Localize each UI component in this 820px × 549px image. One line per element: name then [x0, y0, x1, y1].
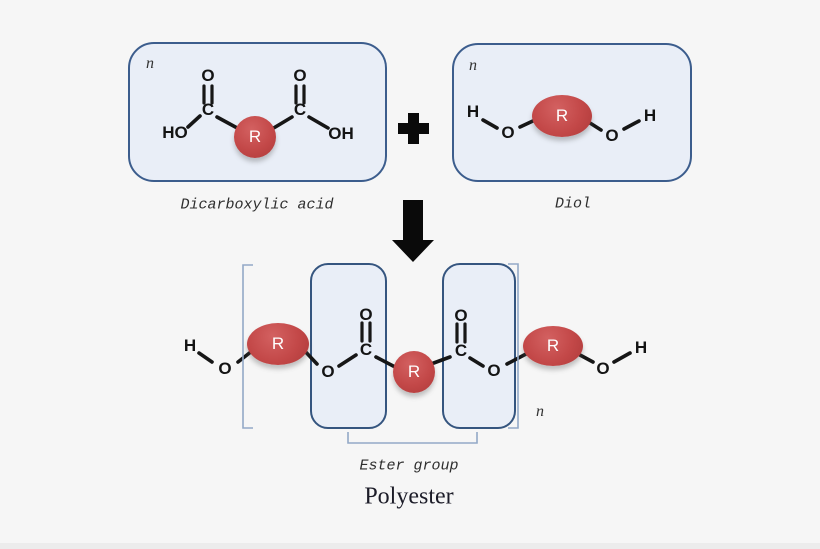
- diol-repeat-n: n: [469, 57, 477, 74]
- diacid-repeat-n: n: [146, 55, 154, 72]
- atom-c: C: [359, 340, 373, 359]
- bond-ho-c: [186, 114, 202, 129]
- atom-c: C: [454, 341, 468, 360]
- bond-r-o: [588, 121, 603, 132]
- r-group-polymer-mid: R: [393, 351, 435, 393]
- atom-o: O: [293, 66, 307, 85]
- ester-group-box-right: [442, 263, 516, 429]
- bond-o-r: [505, 352, 528, 366]
- diacid-caption: Dicarboxylic acid: [180, 196, 334, 214]
- atom-o: O: [359, 305, 373, 324]
- diacid-bonds: [186, 114, 330, 131]
- r-group-polymer-left: R: [247, 323, 309, 365]
- footer-strip: [0, 543, 820, 549]
- atom-ho: HO: [162, 123, 188, 142]
- r-group-diacid: R: [234, 116, 276, 158]
- atom-o: O: [487, 361, 501, 380]
- ester-group-caption: Ester group: [359, 457, 459, 475]
- atom-c: C: [293, 100, 307, 119]
- bond-r-c: [270, 115, 294, 131]
- atom-h: H: [643, 106, 657, 125]
- left-bracket: [242, 264, 253, 429]
- right-bracket: [508, 263, 519, 429]
- r-group-label: R: [271, 334, 285, 353]
- polymer-double-bonds: [360, 321, 467, 344]
- ester-group-brace: [347, 432, 478, 444]
- atom-o: O: [501, 123, 515, 142]
- diagram-title: Polyester: [364, 483, 454, 510]
- down-arrow-icon: [392, 200, 434, 262]
- bond-r-o: [578, 353, 595, 364]
- r-group-label: R: [407, 362, 421, 381]
- r-group-label: R: [546, 336, 560, 355]
- bond-h-o: [197, 351, 214, 364]
- atom-h: H: [634, 338, 648, 357]
- polymer-bonds: [197, 345, 632, 370]
- atom-h: H: [183, 336, 197, 355]
- atom-o: O: [454, 306, 468, 325]
- r-group-diol: R: [532, 95, 592, 137]
- polymer-repeat-n: n: [536, 403, 544, 420]
- atom-h: H: [466, 102, 480, 121]
- bond-o-c: [337, 353, 358, 368]
- bond-o-h: [612, 351, 632, 364]
- atom-oh: OH: [328, 124, 354, 143]
- bond-r-c: [429, 355, 452, 366]
- bond-o-h: [622, 119, 641, 131]
- dicarboxylic-acid-panel: [128, 42, 387, 182]
- r-group-label: R: [555, 106, 569, 125]
- bond-c-oh: [307, 115, 330, 130]
- atom-o: O: [605, 126, 619, 145]
- ester-group-box-left: [310, 263, 387, 429]
- bond-h-o: [481, 118, 499, 130]
- bond-c-o: [468, 356, 485, 368]
- atom-o: O: [218, 359, 232, 378]
- atom-o: O: [596, 359, 610, 378]
- atom-o: O: [321, 362, 335, 381]
- diacid-double-bonds: [202, 84, 306, 105]
- r-group-label: R: [248, 127, 262, 146]
- plus-icon: [398, 113, 429, 144]
- diol-caption: Diol: [554, 195, 592, 213]
- r-group-polymer-right: R: [523, 326, 583, 366]
- repeat-brackets: [242, 263, 519, 444]
- atom-c: C: [201, 100, 215, 119]
- atom-o: O: [201, 66, 215, 85]
